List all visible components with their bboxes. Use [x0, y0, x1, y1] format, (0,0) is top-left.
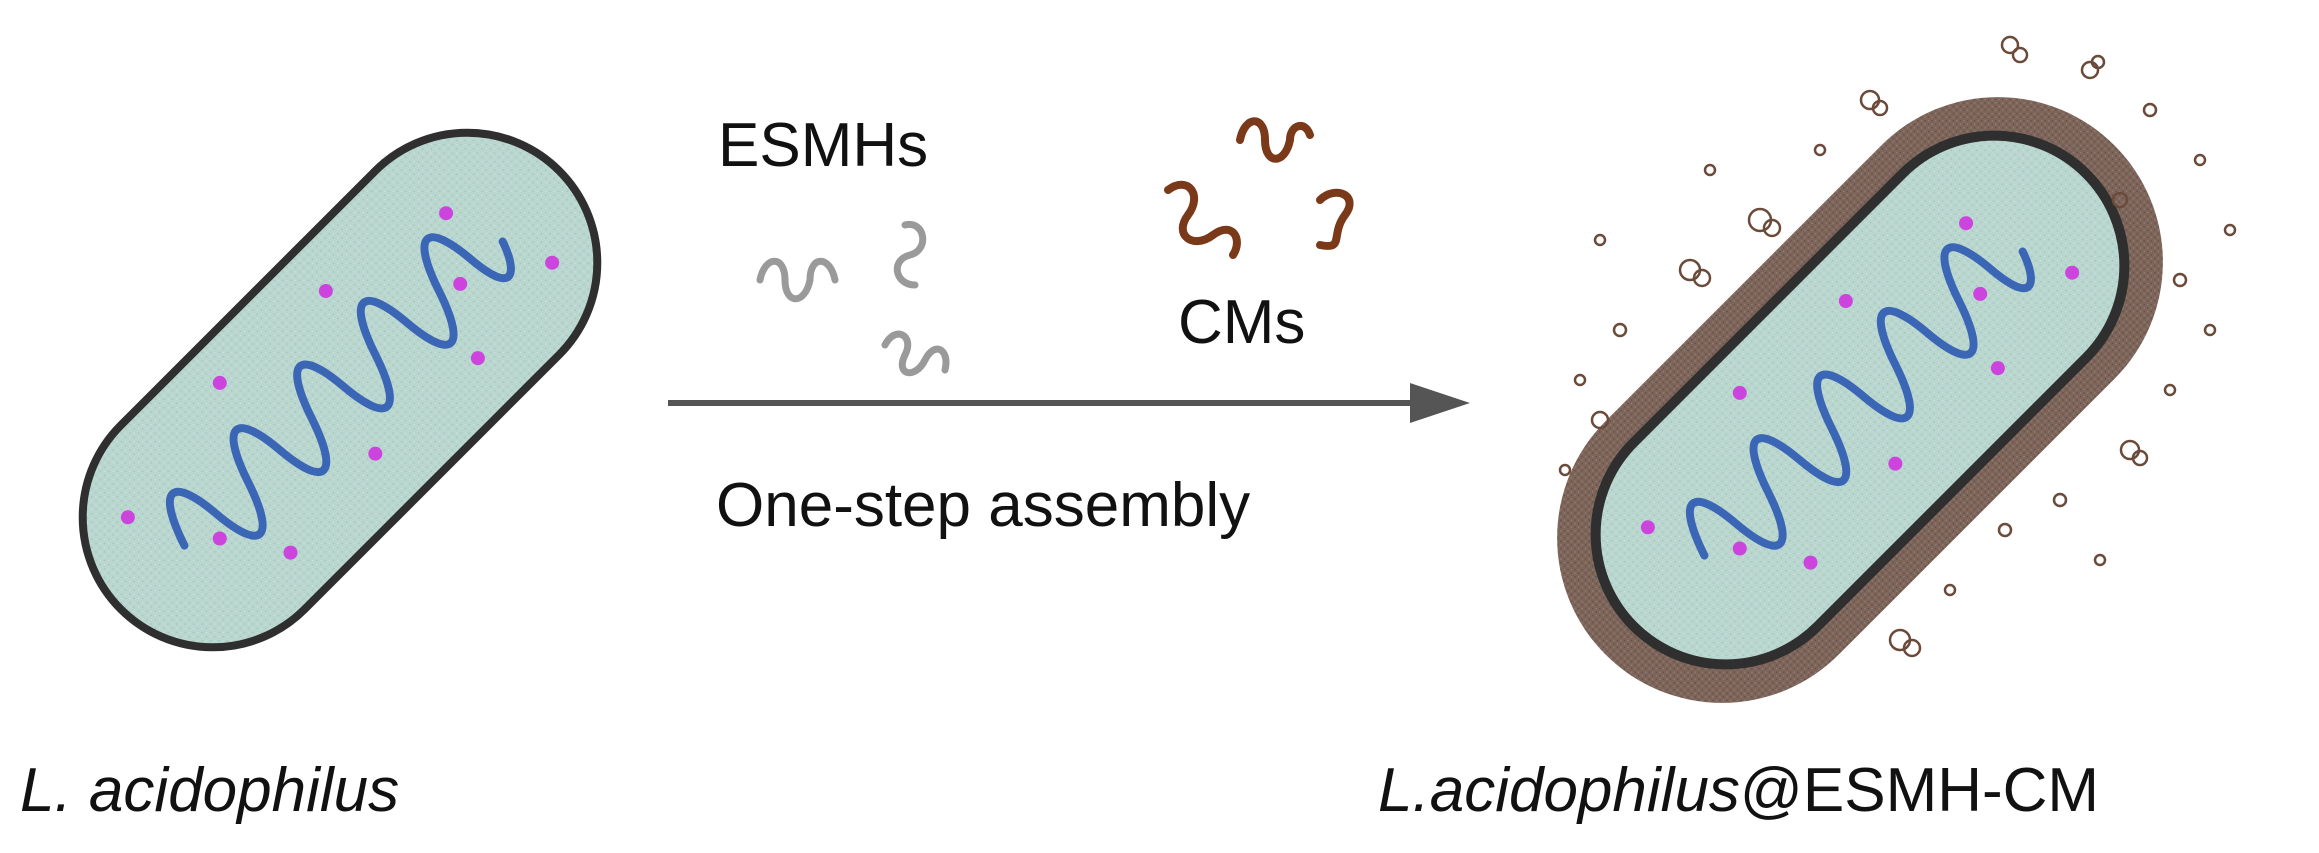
label-one-step-assembly: One-step assembly	[716, 471, 1251, 540]
cm-strands	[1164, 117, 1354, 259]
label-coated-suffix: @ESMH-CM	[1739, 756, 2100, 825]
bacterium-right	[1557, 97, 2163, 703]
granules	[120, 206, 560, 560]
label-cms: CMs	[1178, 288, 1306, 357]
bacterium-left	[78, 128, 602, 652]
cell-body	[78, 128, 602, 652]
esmh-strands	[756, 221, 950, 377]
coating-particles	[1558, 35, 2237, 658]
label-coated-species: L.acidophilus	[1378, 756, 1740, 825]
granules	[1640, 216, 2080, 570]
dna-strand	[165, 233, 515, 550]
label-coated-bacterium: L.acidophilus@ESMH-CM	[1378, 760, 2099, 822]
label-esmhs: ESMHs	[718, 111, 929, 180]
reaction-arrow	[668, 383, 1470, 423]
dna-strand	[1685, 243, 2035, 560]
label-l-acidophilus: L. acidophilus	[20, 756, 400, 825]
